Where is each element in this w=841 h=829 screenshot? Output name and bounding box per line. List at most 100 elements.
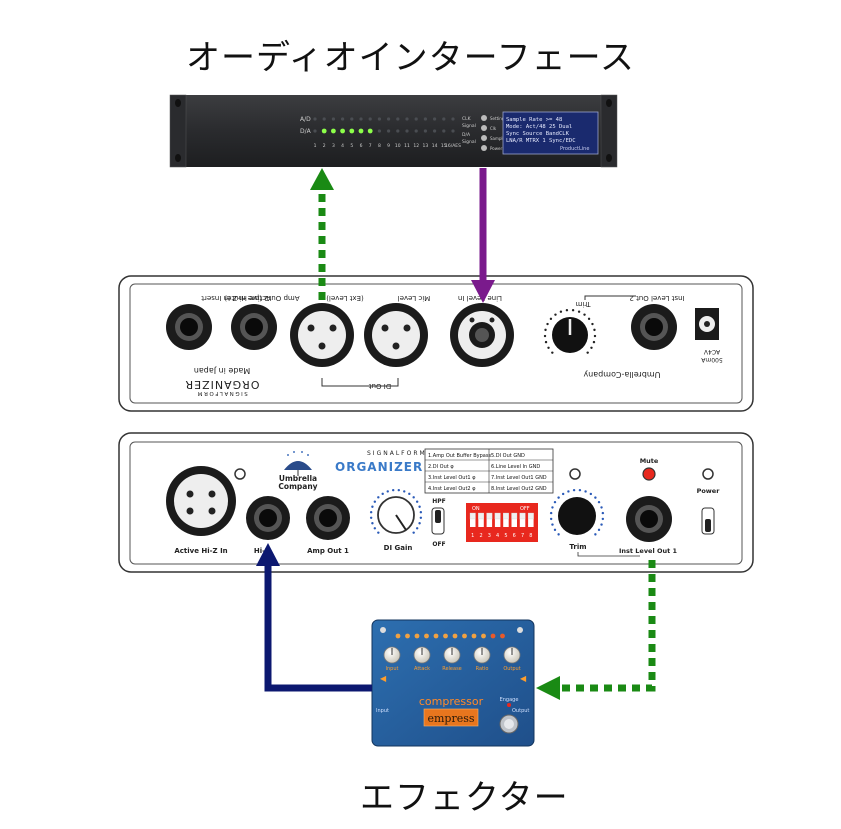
da-led [331,128,336,134]
knob-scale-dot [577,310,581,313]
knob-scale-dot [597,500,601,504]
umbrella-company-logo: Umbrella Company [278,451,318,491]
knob-scale-dot [551,506,554,509]
channel-number: 3 [332,143,335,149]
rear-trim-knob[interactable] [543,308,597,360]
organizer-front-panel: Active Hi-Z In Hi-Z Amp Out 1 Umbrella C… [118,432,754,573]
power-button-label: Power [490,146,502,151]
display-footer: ProductLine [560,146,589,152]
knob-scale-dot [418,522,421,525]
rear-quarter-inch-jack-1[interactable] [166,304,212,350]
connection-pedal-to-hiz [256,543,372,692]
pedal-knob-label: Attack [414,666,430,672]
dip-switch[interactable] [503,513,509,527]
knob-scale-dot [553,528,557,532]
hpf-toggle[interactable] [431,507,445,535]
ad-led [396,117,400,121]
pedal-led [405,633,410,639]
da-led [405,129,409,133]
knob-scale-dot [386,490,389,493]
front-active-hiz-xlr[interactable] [166,466,236,536]
da-led [433,129,437,133]
connection-interface-to-organizer [471,168,495,303]
knob-scale-dot [418,505,421,508]
da-led [313,129,317,133]
rear-quarter-inch-jack-2[interactable] [231,304,277,350]
dip-switch[interactable] [486,513,493,527]
knob-scale-dot [553,500,557,504]
ad-led [377,117,381,121]
dip-switch[interactable] [470,513,476,527]
ad-led [414,117,418,121]
dip-switch[interactable] [478,513,484,527]
pedal-brand-plate [423,708,479,727]
knob-scale-dot [412,496,415,499]
ad-led [387,117,391,121]
ad-led [359,117,363,121]
knob-scale-dot [594,496,597,499]
mute-led [642,467,656,481]
front-hiz-jack[interactable] [246,496,290,540]
hpf-label: HPF [432,498,446,505]
display-line-2: Mode: Act/48 25 Dual [506,124,572,130]
dip-switch-lever [486,512,493,520]
dip-switch-lever [511,512,518,520]
dip-switch[interactable] [519,513,526,527]
rear-combo-jack-line-in[interactable] [450,303,514,367]
inst-out-bracket [577,552,640,557]
ext-level-label: (Ext Level) [326,294,364,302]
knob-scale-dot [544,328,547,332]
da-led [396,129,400,133]
dc-power-jack[interactable] [695,308,719,340]
hiz-label: Hi-Z [254,547,270,555]
da-led [451,129,455,133]
settings-button-label: Settings [490,116,506,121]
di-gain-knob[interactable] [369,488,423,540]
rear-brand-name: ORGANIZER [185,378,260,391]
power-spec-line2: 500mA [700,356,722,363]
footswitch-led [507,703,511,707]
ad-led [350,117,354,121]
front-amp-out1-jack[interactable] [306,496,350,540]
pedal-knob-label: Output [503,666,520,672]
di-gain-label: DI Gain [384,544,413,552]
front-trim-knob[interactable] [549,488,605,542]
rear-trim-label: Trim [575,300,591,308]
led-meter-rows [313,117,455,134]
table-cell-right: 7.Inst Level Out1 GND [491,475,547,481]
dip-switch[interactable] [528,513,534,527]
dip-switch[interactable] [511,513,518,527]
power-switch[interactable] [701,507,715,535]
pedal-toggle-right[interactable] [517,627,523,633]
dip-on-label: ON [472,506,480,512]
rear-xlr-jack-ext[interactable] [290,303,354,367]
knob-scale-dot [557,496,560,499]
rear-xlr-jack-mic[interactable] [364,303,428,367]
knob-scale-dot [600,523,603,526]
knob-scale-dot [377,496,380,499]
table-cell-left: 4.Inst Level Out2 φ [428,486,476,492]
clk-label: CLK [462,116,472,122]
channel-number: 9 [387,143,390,149]
pedal-knob-label: Release [442,666,462,672]
channel-number: 8 [378,143,381,149]
pedal-footswitch[interactable] [499,714,519,734]
pedal-led [471,633,477,639]
dip-switch[interactable] [494,513,501,527]
knob-scale-dot [590,346,593,349]
ad-led [451,117,455,121]
knob-scale-dot [601,511,605,515]
table-cell-left: 2.DI Out φ [428,464,454,470]
knob-scale-dot [415,500,419,503]
knob-scale-dot [565,308,569,312]
da-row-label: D/A [300,128,312,135]
front-inst-out1-jack[interactable] [626,496,672,542]
pedal-toggle-left[interactable] [380,627,386,633]
pedal-led [424,633,429,639]
rear-inst-out2-jack[interactable] [631,304,677,350]
pedal-led [414,633,420,639]
pedal-led [433,633,439,639]
